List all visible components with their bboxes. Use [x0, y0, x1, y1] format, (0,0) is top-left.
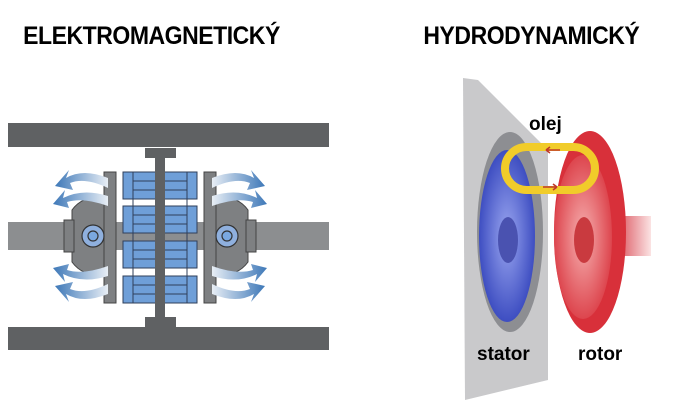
title-electromagnetic: ELEKTROMAGNETICKÝ — [23, 22, 280, 50]
hydrodynamic-retarder — [463, 78, 651, 400]
joint-icons — [81, 224, 239, 248]
label-oil: olej — [529, 114, 562, 135]
center-beam — [155, 148, 165, 327]
label-stator: stator — [477, 344, 530, 365]
rotor-hub — [574, 217, 594, 263]
beam-flange-bottom — [145, 317, 176, 327]
title-hydrodynamic: HYDRODYNAMICKÝ — [423, 22, 640, 50]
oil-arrow-right-icon — [543, 183, 558, 191]
electromagnetic-retarder — [8, 123, 329, 350]
label-rotor: rotor — [578, 344, 623, 365]
airflow-arrows — [53, 170, 267, 302]
top-frame-bar — [8, 123, 329, 147]
stator-hub — [498, 217, 518, 263]
bottom-frame-bar — [8, 327, 329, 350]
beam-flange-top — [145, 148, 176, 158]
oil-arrow-left-icon — [545, 146, 560, 154]
